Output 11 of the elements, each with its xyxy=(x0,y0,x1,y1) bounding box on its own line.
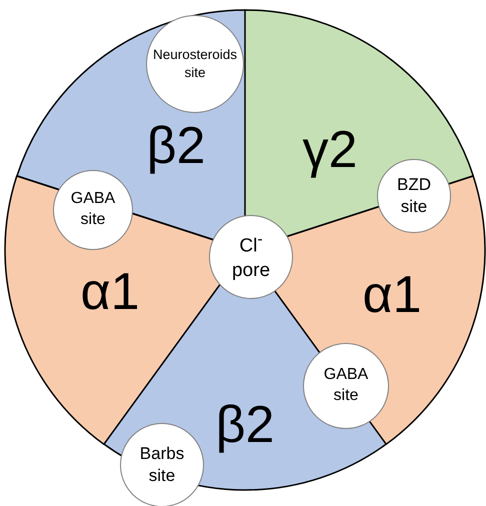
subunit-label: β2 xyxy=(216,399,274,451)
subunit-label: α1 xyxy=(80,266,140,318)
site-label: BZD site xyxy=(396,174,432,218)
site-label: Neurosteroids site xyxy=(152,46,238,82)
site-label: Cl$^{-}$ pore xyxy=(230,230,272,284)
subunit-label: α1 xyxy=(362,268,422,321)
site-label: GABA site xyxy=(70,189,116,230)
subunit-label: β2 xyxy=(146,120,206,172)
site-label: Barbs site xyxy=(138,442,186,487)
subunit-label: γ2 xyxy=(302,124,358,176)
site-label: GABA site xyxy=(322,365,370,406)
